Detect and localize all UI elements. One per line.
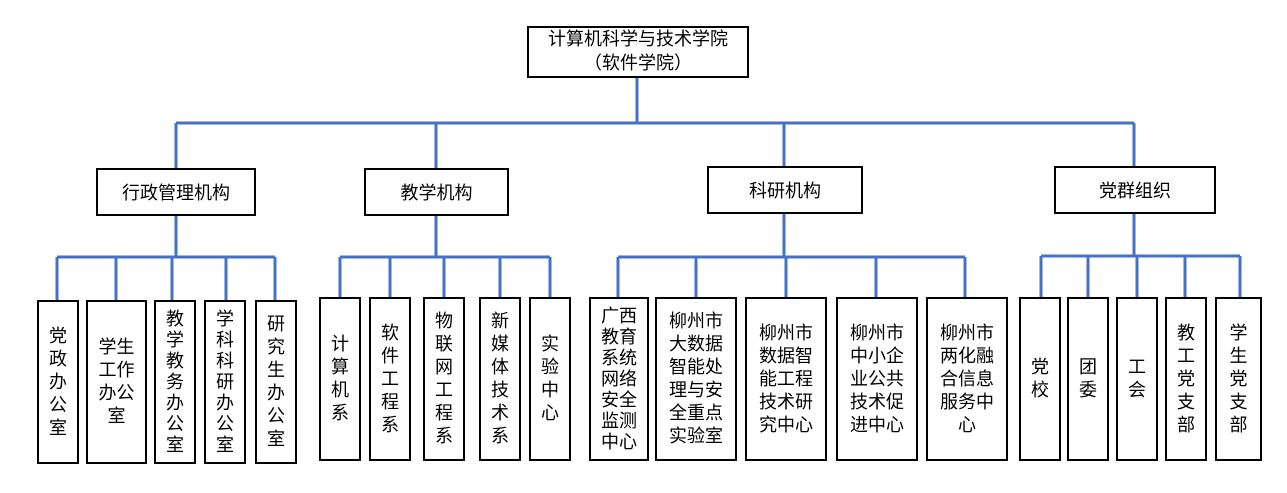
leaf-node: 团 委 [1067,297,1109,461]
leaf-node: 学生 工作 办公 室 [86,300,147,464]
leaf-node: 工 会 [1116,297,1158,461]
root-node-label: 计算机科学与技术学院 （软件学院） [548,29,728,74]
leaf-node: 柳州市 大数据 智能处 理与安 全重点 实验室 [655,297,737,461]
leaf-node: 柳州市 数据智 能工程 技术研 究中心 [745,297,827,461]
leaf-node: 研 究 生 办 公 室 [255,300,297,464]
leaf-node: 教 工 党 支 部 [1165,297,1207,461]
branch-node-administration: 行政管理机构 [96,168,256,216]
leaf-node: 教 学 教 务 办 公 室 [154,300,196,464]
leaf-node: 柳州市 中小企 业公共 技术促 进中心 [836,297,918,461]
leaf-node: 党 校 [1019,297,1061,461]
branch-node-party: 党群组织 [1054,166,1216,214]
leaf-node: 学 生 党 支 部 [1215,297,1262,461]
branch-node-label: 科研机构 [749,181,821,202]
leaf-node: 实 验 中 心 [529,297,571,461]
leaf-node: 新 媒 体 技 术 系 [479,297,521,461]
leaf-node: 学 科 科 研 办 公 室 [204,300,246,464]
leaf-node: 党 政 办 公 室 [37,300,79,464]
branch-node-label: 教学机构 [400,183,473,204]
root-node: 计算机科学与技术学院 （软件学院） [527,26,749,78]
leaf-node: 软 件 工 程 系 [369,297,411,461]
branch-node-teaching: 教学机构 [364,168,509,216]
leaf-node: 计 算 机 系 [319,297,361,461]
leaf-node: 物 联 网 工 程 系 [423,297,465,461]
branch-node-label: 党群组织 [1099,181,1171,202]
branch-node-label: 行政管理机构 [122,183,230,204]
leaf-node: 柳州市 两化融 合信息 服务中 心 [926,297,1008,461]
branch-node-research: 科研机构 [707,166,863,214]
leaf-node: 广西 教育 系统 网络 安全 监测 中心 [589,297,649,461]
